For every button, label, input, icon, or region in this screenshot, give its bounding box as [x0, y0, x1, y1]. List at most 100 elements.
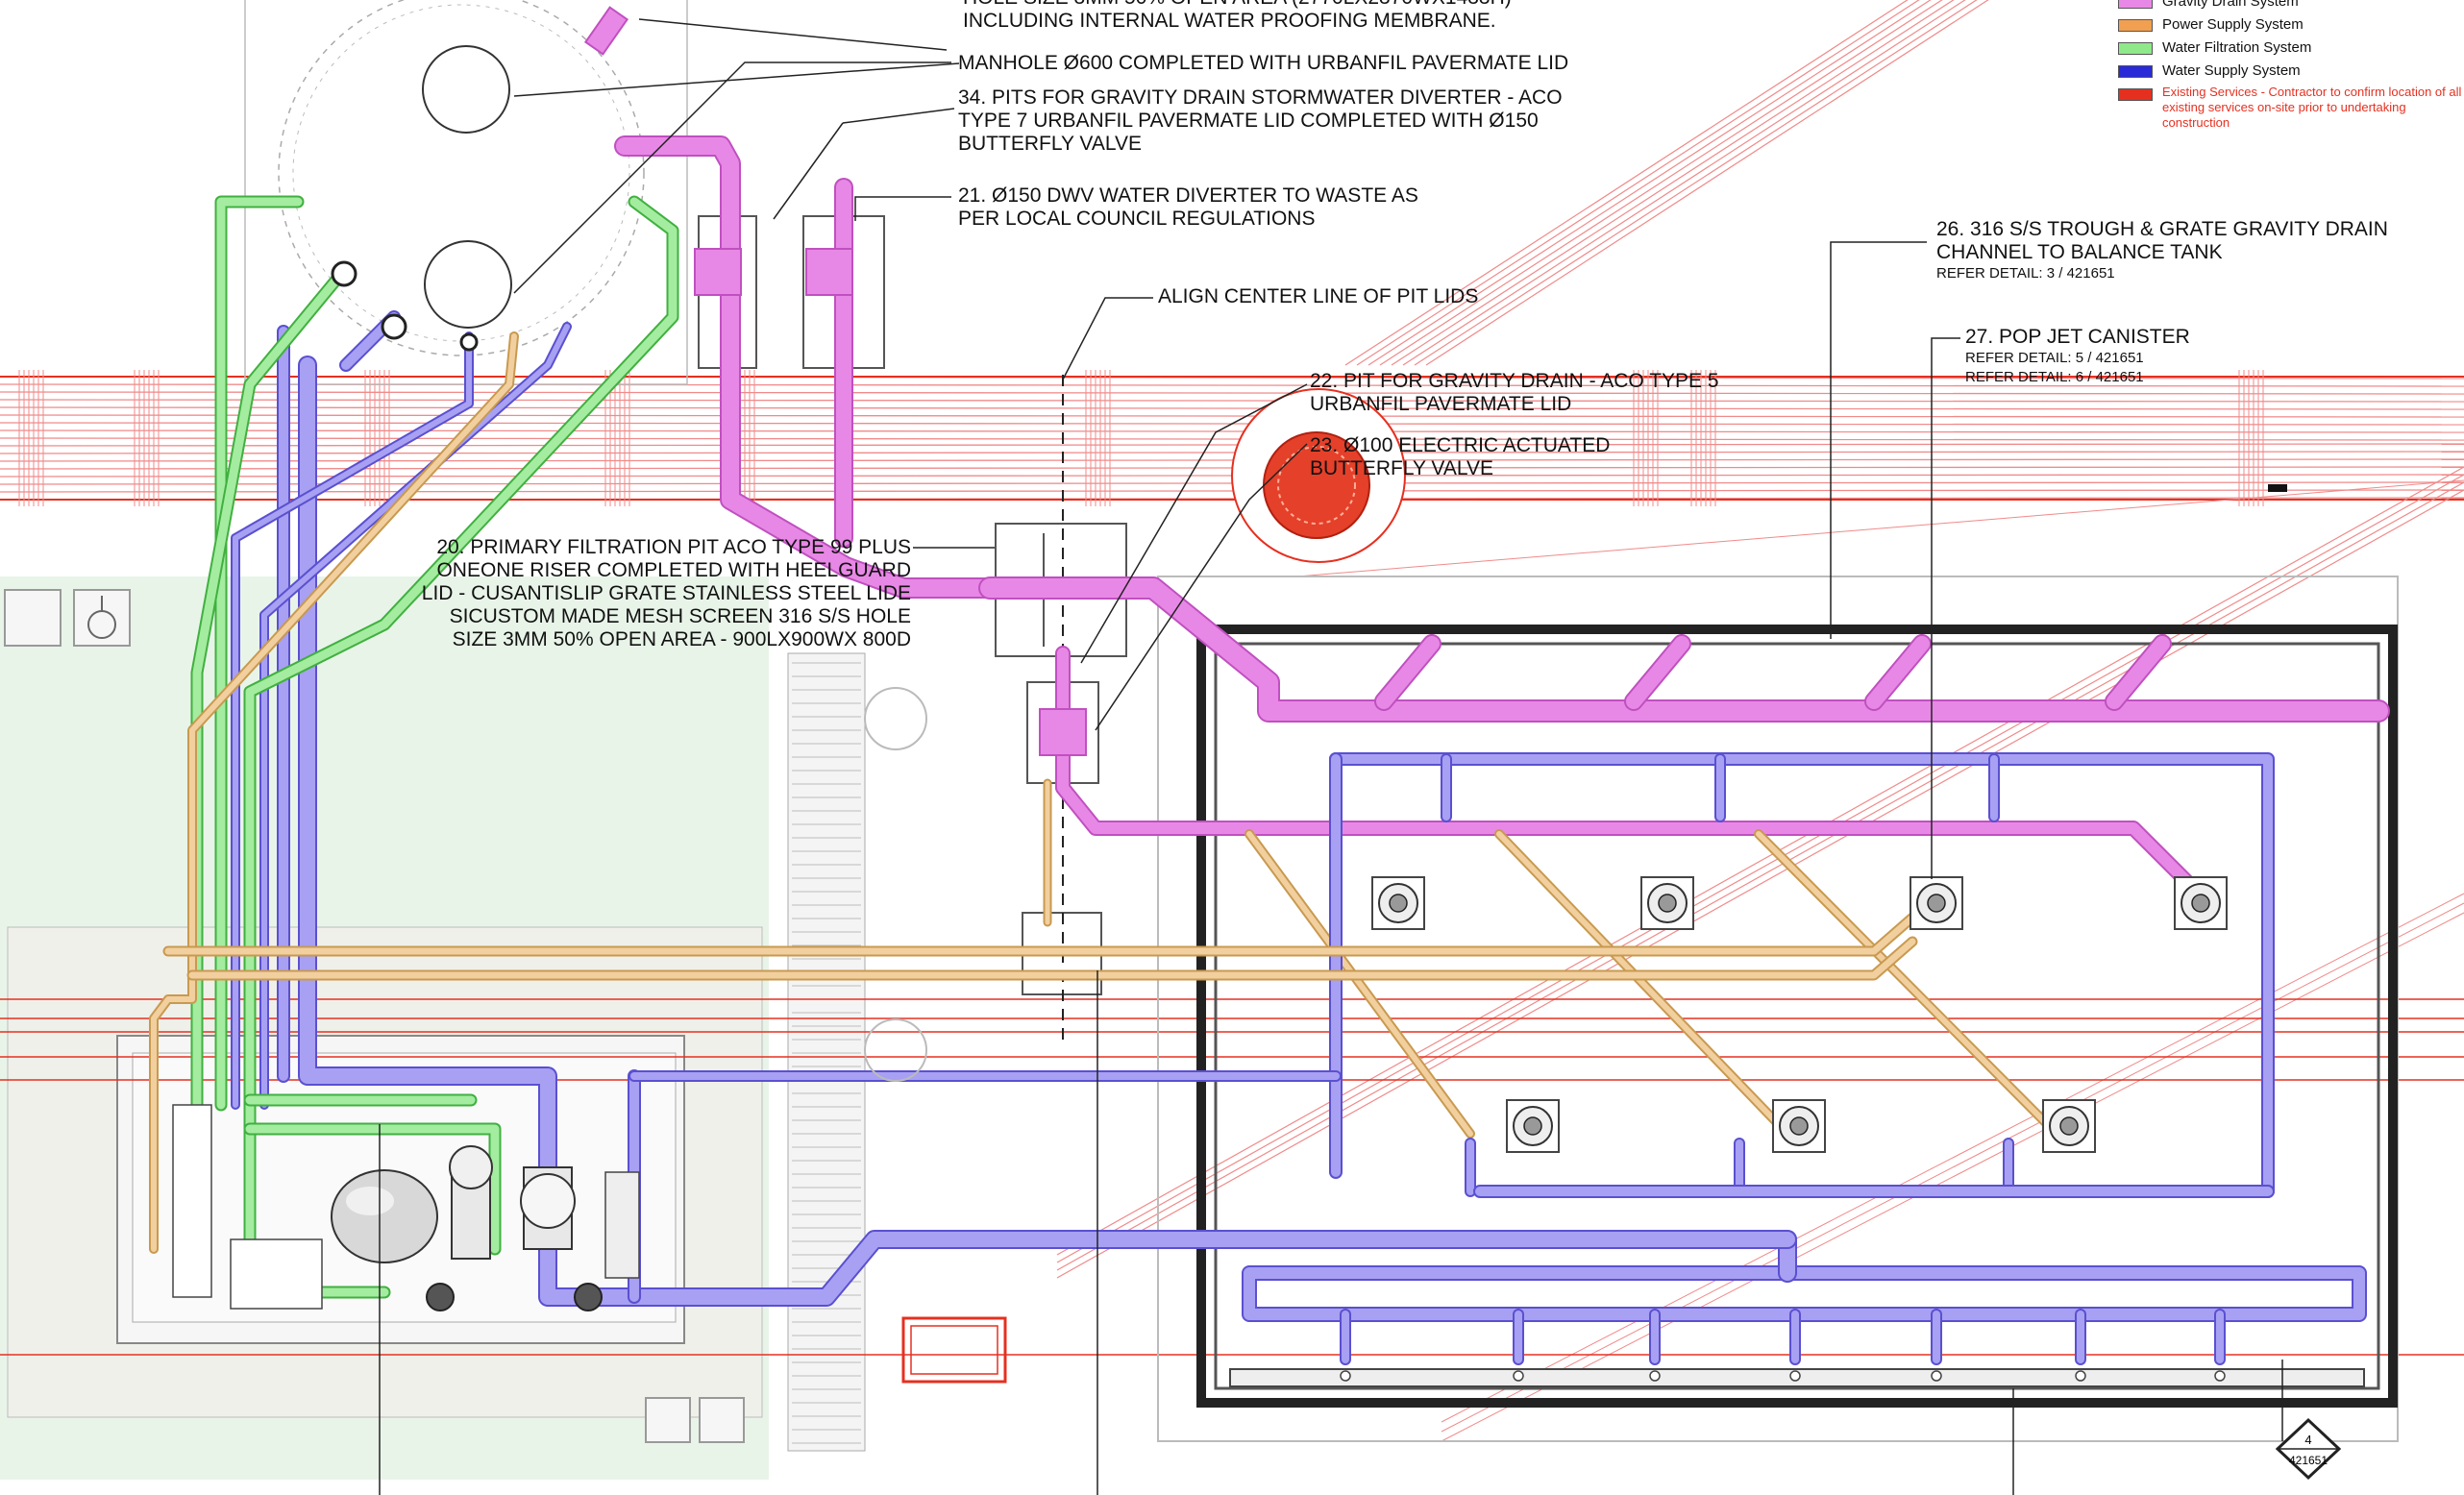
legend-warning-text: Existing Services - Contractor to confir…: [2162, 85, 2462, 130]
power-pipe-diagonal-body: [1496, 831, 1790, 1137]
filtration-plant: [172, 1104, 640, 1311]
butterfly-valve-23: [1231, 388, 1406, 563]
callout-line: 23. Ø100 ELECTRIC ACTUATED: [1310, 434, 1611, 456]
legend-swatch-power: [2118, 19, 2153, 32]
fixtures: [331, 6, 2228, 1382]
power-pipe-diagonal-body: [1246, 831, 1473, 1137]
gravity-pipe-spur-body: [1866, 636, 1930, 709]
gravity-pipe-riser-a-body: [616, 137, 998, 597]
manhole-lower: [424, 240, 512, 329]
gravity-pipe-spur-body: [1376, 636, 1440, 709]
legend-label: Water Filtration System: [2162, 39, 2312, 56]
grate-outlet: [1340, 1370, 1351, 1382]
grate-outlet: [1789, 1370, 1801, 1382]
legend-swatch-gravity: [2118, 0, 2153, 9]
power-pipe-diagonal-body: [1756, 831, 2059, 1137]
callout-line: 20. PRIMARY FILTRATION PIT ACO TYPE 99 P…: [436, 536, 911, 558]
callout-line: 27. POP JET CANISTER: [1965, 326, 2190, 348]
supply-pipe-feed: [298, 355, 1797, 1307]
filtration-pipe-a-body: [216, 197, 303, 1110]
filtration-pipe-e-body: [245, 1124, 500, 1254]
callout-line: ONEONE RISER COMPLETED WITH HEELGUARD: [436, 559, 911, 581]
existing-main-line: [0, 429, 2464, 433]
callout-align: ALIGN CENTER LINE OF PIT LIDS: [1158, 285, 1478, 308]
gravity-pipe-spur: [1374, 634, 1441, 711]
pop-jet-nozzle: [1927, 894, 1946, 913]
legend-label: Gravity Drain System: [2162, 0, 2299, 10]
callout-27: 27. POP JET CANISTER REFER DETAIL: 5 / 4…: [1965, 326, 2190, 387]
grate-outlet: [1649, 1370, 1661, 1382]
callout-top-partial: HOLE SIZE 3MM 50% OPEN AREA (2770LX2370W…: [963, 0, 1524, 33]
callout-line: MANHOLE Ø600 COMPLETED WITH URBANFIL PAV…: [958, 52, 1569, 74]
pop-jet-nozzle: [2059, 1116, 2079, 1136]
gravity-pipe-stub: [583, 6, 629, 56]
power-pipe-main-b-body: [188, 938, 1916, 979]
red-pit-inner: [910, 1325, 998, 1375]
callout-line: URBANFIL PAVERMATE LID: [1310, 393, 1572, 415]
filtration-pipe-c: [243, 195, 679, 1112]
grate-outlet: [2214, 1370, 2226, 1382]
gravity-pipe-main-body: [980, 578, 2388, 721]
existing-diagonal-service: [1344, 0, 1909, 366]
pipe-network: [149, 135, 2390, 1365]
gravity-valve-box: [805, 248, 853, 296]
pipe-end-cap: [331, 260, 357, 287]
gravity-pipe-riser-a: [614, 135, 1000, 599]
callout-line: SICUSTOM MADE MESH SCREEN 316 S/S HOLE: [449, 605, 911, 627]
power-pipe-diagonal: [1494, 829, 1792, 1139]
supply-pipe-manifold: [1242, 1265, 2367, 1322]
callout-line: CHANNEL TO BALANCE TANK: [1936, 241, 2223, 263]
existing-diagonal-service: [1368, 0, 1932, 366]
pop-jet-nozzle: [1789, 1116, 1809, 1136]
callout-ref: REFER DETAIL: 6 / 421651: [1965, 369, 2144, 385]
callout-ref: REFER DETAIL: 5 / 421651: [1965, 350, 2144, 366]
existing-main-line: [0, 443, 2464, 447]
tank-outline-dashed: [278, 0, 645, 356]
existing-diagonal-service: [1441, 893, 2464, 1423]
callout-34: 34. PITS FOR GRAVITY DRAIN STORMWATER DI…: [958, 86, 1563, 156]
bench-strip: [787, 652, 866, 1452]
power-pipe-a-body: [151, 333, 517, 1252]
gravity-pipe-branch-edge: [1055, 646, 2199, 894]
power-pipe-diagonal: [1754, 829, 2061, 1139]
gravity-pipe-spur: [1624, 634, 1691, 711]
power-pipe-a: [149, 331, 519, 1254]
callout-line: 26. 316 S/S TROUGH & GRATE GRAVITY DRAIN: [1936, 218, 2388, 240]
power-pipe-main: [162, 912, 1918, 957]
existing-diagonal-service: [1402, 0, 1966, 366]
existing-diagonal-service: [1414, 0, 1978, 366]
gravity-pipe-spur: [2105, 634, 2172, 711]
gravity-pipe-spur: [1864, 634, 1932, 711]
legend-swatch-supply: [2118, 65, 2153, 78]
callout-ref: REFER DETAIL: 3 / 421651: [1936, 265, 2115, 282]
existing-diagonal-service: [1391, 0, 1955, 366]
callout-line: 34. PITS FOR GRAVITY DRAIN STORMWATER DI…: [958, 86, 1563, 109]
pipe-end-cap: [381, 313, 407, 340]
callout-line: 22. PIT FOR GRAVITY DRAIN - ACO TYPE 5: [1310, 370, 1719, 392]
gravity-pipe-spur-body: [2107, 636, 2170, 709]
filtration-pipe-a: [214, 195, 305, 1112]
legend-swatch-existing: [2118, 88, 2153, 101]
existing-main-line: [0, 414, 2464, 418]
existing-main-line: [0, 406, 2464, 410]
grate-outlet: [2075, 1370, 2086, 1382]
filtration-pipe-c-body: [245, 197, 678, 1110]
existing-diagonal-service: [1296, 479, 2464, 577]
trough-channel-inner: [1214, 642, 2380, 1390]
filtration-pipe-e: [243, 1122, 502, 1256]
existing-diagonal-service: [1056, 481, 2464, 1271]
existing-diagonal-service: [1056, 474, 2464, 1263]
callout-line: 21. Ø150 DWV WATER DIVERTER TO WASTE AS: [958, 184, 1418, 207]
gravity-pipe-branch-body: [1057, 648, 2197, 892]
callout-line: SIZE 3MM 50% OPEN AREA - 900LX900WX 800D: [452, 628, 911, 650]
callout-line: BUTTERFLY VALVE: [958, 133, 1142, 155]
section-number: 4: [2304, 1433, 2311, 1447]
existing-main-line: [0, 451, 2464, 454]
gravity-valve-box: [1039, 708, 1087, 756]
supply-pipe-manifold-body: [1244, 1267, 2365, 1320]
existing-main-line: [0, 391, 2464, 395]
gravity-valve-box: [694, 248, 742, 296]
supply-pipe-loop-body: [1331, 754, 2273, 1196]
callout-20: 20. PRIMARY FILTRATION PIT ACO TYPE 99 P…: [380, 536, 911, 651]
supply-pipe-thin-body: [233, 333, 472, 1108]
